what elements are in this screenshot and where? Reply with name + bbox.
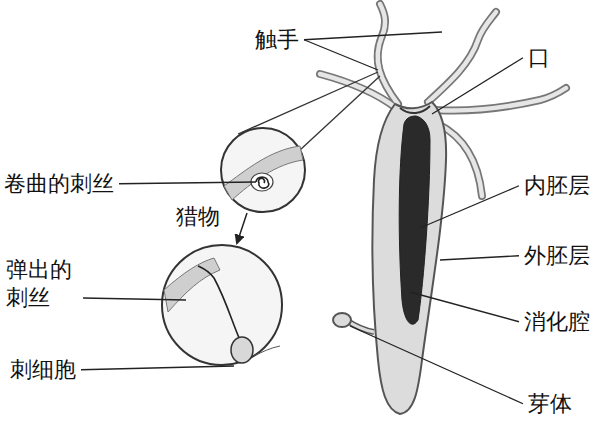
part-label: 猎物 [176,203,220,231]
cnidocyte [231,337,253,363]
part-label: 外胚层 [524,242,590,270]
bud [333,313,351,327]
magnified-view [162,245,282,365]
leader-line [350,326,523,404]
leader-line [81,366,234,370]
hydra-body [372,102,446,414]
discharged-thread [198,266,240,340]
leader-line [119,182,256,184]
leader-line [410,292,519,322]
part-label: 内胚层 [524,172,590,200]
leader-line [420,186,519,228]
part-label: 弹出的 刺丝 [6,256,78,311]
magnified-view [221,128,305,212]
part-label: 口 [528,44,550,72]
part-label: 芽体 [528,390,572,418]
part-label: 触手 [255,26,299,54]
coiled-thread [256,177,269,188]
part-label: 卷曲的刺丝 [4,170,114,198]
leader-line [83,298,186,300]
part-label: 消化腔 [524,308,590,336]
leader-line [440,256,519,260]
leader-line [304,40,378,70]
leader-line [432,58,523,114]
leader-line [304,32,442,40]
part-label: 刺细胞 [10,356,76,384]
